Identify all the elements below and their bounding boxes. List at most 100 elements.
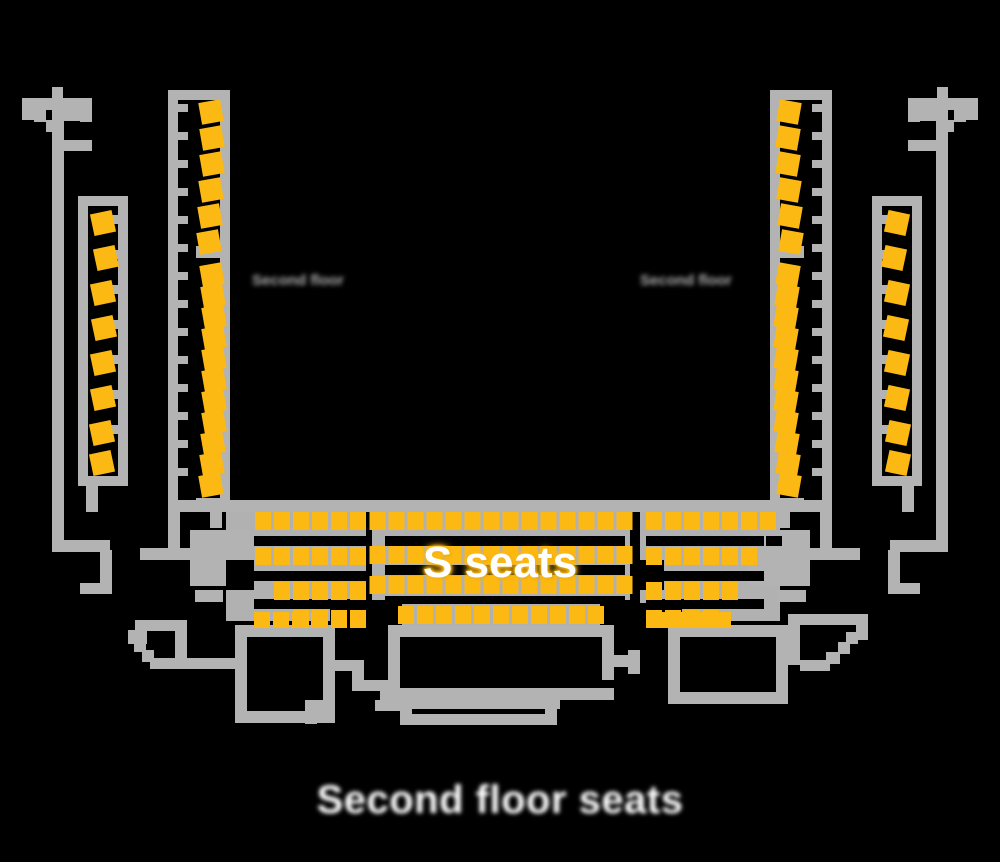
- seat[interactable]: [293, 512, 309, 530]
- seat[interactable]: [616, 512, 633, 530]
- seat[interactable]: [540, 576, 557, 594]
- seat[interactable]: [455, 606, 471, 624]
- seat[interactable]: [646, 582, 662, 600]
- seat[interactable]: [578, 576, 595, 594]
- seat[interactable]: [696, 612, 712, 628]
- seat[interactable]: [407, 546, 424, 564]
- seat[interactable]: [464, 546, 481, 564]
- seat[interactable]: [646, 512, 662, 530]
- seat[interactable]: [407, 576, 424, 594]
- seat[interactable]: [521, 512, 538, 530]
- seat[interactable]: [493, 606, 509, 624]
- seat[interactable]: [350, 512, 366, 530]
- seat[interactable]: [312, 582, 328, 600]
- seat[interactable]: [331, 610, 347, 628]
- seat[interactable]: [703, 512, 719, 530]
- seat[interactable]: [531, 606, 547, 624]
- seat[interactable]: [578, 512, 595, 530]
- seat[interactable]: [274, 582, 290, 600]
- seat[interactable]: [559, 576, 576, 594]
- seat[interactable]: [597, 512, 614, 530]
- seat[interactable]: [559, 546, 576, 564]
- seat[interactable]: [569, 606, 585, 624]
- seat[interactable]: [550, 606, 566, 624]
- seat[interactable]: [407, 512, 424, 530]
- seat[interactable]: [703, 547, 719, 565]
- seat[interactable]: [559, 512, 576, 530]
- seat[interactable]: [312, 547, 328, 565]
- seat[interactable]: [426, 576, 443, 594]
- seat[interactable]: [274, 512, 290, 530]
- seat[interactable]: [311, 612, 327, 628]
- seat[interactable]: [588, 606, 604, 624]
- seat[interactable]: [722, 547, 738, 565]
- seat[interactable]: [722, 582, 738, 600]
- seat[interactable]: [398, 606, 414, 624]
- seat[interactable]: [665, 547, 681, 565]
- seat[interactable]: [578, 546, 595, 564]
- seat[interactable]: [255, 547, 271, 565]
- seat[interactable]: [483, 546, 500, 564]
- seat[interactable]: [512, 606, 528, 624]
- seat[interactable]: [474, 606, 490, 624]
- seat[interactable]: [658, 612, 674, 628]
- seat[interactable]: [521, 546, 538, 564]
- seat[interactable]: [255, 512, 271, 530]
- seat[interactable]: [521, 576, 538, 594]
- seat[interactable]: [417, 606, 433, 624]
- seat[interactable]: [436, 606, 452, 624]
- seat[interactable]: [483, 512, 500, 530]
- seat[interactable]: [684, 582, 700, 600]
- seat[interactable]: [331, 512, 347, 530]
- seat[interactable]: [445, 546, 462, 564]
- seat[interactable]: [445, 576, 462, 594]
- seat[interactable]: [483, 576, 500, 594]
- seat[interactable]: [445, 512, 462, 530]
- seat[interactable]: [760, 512, 776, 530]
- seat[interactable]: [665, 512, 681, 530]
- seat[interactable]: [273, 612, 289, 628]
- seat[interactable]: [369, 576, 386, 594]
- seat[interactable]: [684, 547, 700, 565]
- seat[interactable]: [502, 546, 519, 564]
- seat[interactable]: [293, 547, 309, 565]
- seat[interactable]: [350, 582, 366, 600]
- seat[interactable]: [388, 546, 405, 564]
- seat[interactable]: [540, 512, 557, 530]
- seat[interactable]: [597, 576, 614, 594]
- seat[interactable]: [540, 546, 557, 564]
- seat[interactable]: [331, 547, 347, 565]
- seat[interactable]: [254, 612, 270, 628]
- seat[interactable]: [388, 512, 405, 530]
- seat[interactable]: [502, 512, 519, 530]
- seat[interactable]: [426, 512, 443, 530]
- seat[interactable]: [292, 612, 308, 628]
- seat[interactable]: [331, 582, 347, 600]
- seat[interactable]: [293, 582, 309, 600]
- seat[interactable]: [665, 582, 681, 600]
- seat[interactable]: [369, 546, 386, 564]
- seat[interactable]: [741, 512, 757, 530]
- seat[interactable]: [722, 512, 738, 530]
- seat[interactable]: [715, 612, 731, 628]
- seat[interactable]: [312, 512, 328, 530]
- seat[interactable]: [616, 546, 633, 564]
- seat[interactable]: [703, 582, 719, 600]
- seat[interactable]: [597, 546, 614, 564]
- seat[interactable]: [464, 576, 481, 594]
- seat[interactable]: [741, 547, 757, 565]
- seat[interactable]: [369, 512, 386, 530]
- chart-caption: Second floor seats: [316, 778, 684, 822]
- seat[interactable]: [684, 512, 700, 530]
- seat[interactable]: [677, 612, 693, 628]
- seat[interactable]: [350, 547, 366, 565]
- seat[interactable]: [350, 610, 366, 628]
- seat[interactable]: [646, 547, 662, 565]
- seat[interactable]: [388, 576, 405, 594]
- seat[interactable]: [502, 576, 519, 594]
- seat[interactable]: [616, 576, 633, 594]
- seat[interactable]: [464, 512, 481, 530]
- seat[interactable]: [274, 547, 290, 565]
- seat[interactable]: [426, 546, 443, 564]
